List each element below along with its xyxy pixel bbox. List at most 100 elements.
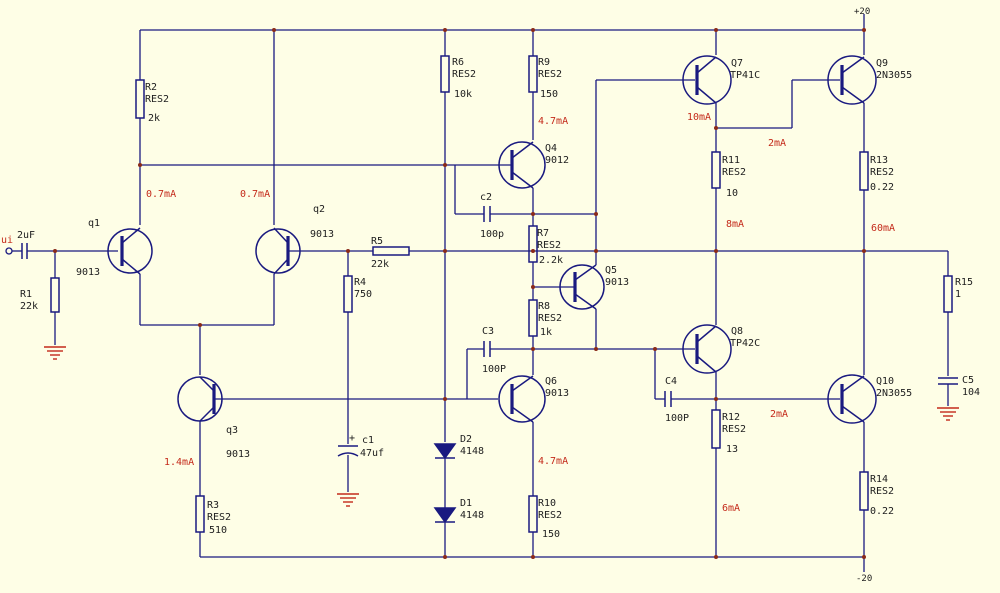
c4-ref: C4 — [665, 376, 677, 387]
negative-rail-label: -20 — [856, 574, 872, 584]
r4-ref: R4 — [354, 277, 366, 288]
q5-ref: Q5 — [605, 265, 617, 276]
resistor-r3 — [195, 421, 205, 557]
input-label: ui — [1, 235, 13, 246]
input-capacitor — [21, 243, 118, 259]
transistor-q9 — [827, 55, 877, 105]
capacitor-c2 — [483, 206, 491, 222]
q8-value: TP42C — [730, 338, 760, 349]
resistor-r6 — [440, 30, 450, 442]
r9-ref: R9 — [538, 57, 550, 68]
resistor-r11 — [711, 151, 721, 189]
transistor-q6 — [498, 375, 546, 423]
d2-ref: D2 — [460, 434, 472, 445]
resistor-r9 — [528, 30, 538, 140]
ground-symbol — [337, 493, 359, 507]
resistor-r7 — [528, 225, 538, 263]
capacitor-c1 — [337, 445, 359, 492]
r12-type: RES2 — [722, 424, 746, 435]
c5-value: 104 — [962, 387, 980, 398]
q5-value: 9013 — [605, 277, 629, 288]
r13-type: RES2 — [870, 167, 894, 178]
q2-current: 0.7mA — [240, 189, 270, 200]
r9-value: 150 — [540, 89, 558, 100]
transistor-q1 — [107, 227, 153, 275]
q3-value: 9013 — [226, 449, 250, 460]
q6-value: 9013 — [545, 388, 569, 399]
r11-value: 10 — [726, 188, 738, 199]
input-terminal — [5, 247, 22, 255]
transistor-q8 — [682, 324, 732, 374]
q8-ref: Q8 — [731, 326, 743, 337]
q2-value: 9013 — [310, 229, 334, 240]
r12-value: 13 — [726, 444, 738, 455]
c3-ref: C3 — [482, 326, 494, 337]
r7-value: 2.2k — [539, 255, 563, 266]
resistor-r13 — [859, 151, 869, 191]
c2-ref: c2 — [480, 192, 492, 203]
r4-value: 750 — [354, 289, 372, 300]
q7-current: 10mA — [687, 112, 711, 123]
q1-value: 9013 — [76, 267, 100, 278]
resistor-r15 — [943, 275, 953, 313]
positive-rail-label: +20 — [854, 7, 870, 17]
r15-ref: R15 — [955, 277, 973, 288]
r14-ref: R14 — [870, 474, 888, 485]
r14-type: RES2 — [870, 486, 894, 497]
diode-d2 — [433, 443, 457, 460]
d1-ref: D1 — [460, 498, 472, 509]
r9-current: 4.7mA — [538, 116, 568, 127]
r3-value: 510 — [209, 525, 227, 536]
q9-base-current: 2mA — [768, 138, 786, 149]
d2-value: 4148 — [460, 446, 484, 457]
r10-current: 4.7mA — [538, 456, 568, 467]
r3-ref: R3 — [207, 500, 219, 511]
q6-ref: Q6 — [545, 376, 557, 387]
r11-ref: R11 — [722, 155, 740, 166]
r6-type: RES2 — [452, 69, 476, 80]
transistor-q7 — [682, 55, 732, 105]
diode-d1 — [433, 507, 457, 524]
q1-current: 0.7mA — [146, 189, 176, 200]
r10-value: 150 — [542, 529, 560, 540]
c1-polarity: + — [349, 433, 355, 444]
r8-value: 1k — [540, 327, 552, 338]
r11-current: 8mA — [726, 219, 744, 230]
q10-ref: Q10 — [876, 376, 894, 387]
q9-value: 2N3055 — [876, 70, 912, 81]
c5-ref: C5 — [962, 375, 974, 386]
resistor-r4 — [343, 251, 353, 444]
capacitor-c3 — [483, 341, 491, 357]
r13-value: 0.22 — [870, 182, 894, 193]
r10-ref: R10 — [538, 498, 556, 509]
r1-ref: R1 — [20, 289, 32, 300]
r12-ref: R12 — [722, 412, 740, 423]
ground-symbol — [937, 407, 959, 421]
r15-value: 1 — [955, 289, 961, 300]
r1-value: 22k — [20, 301, 38, 312]
r10-type: RES2 — [538, 510, 562, 521]
q10-base-current: 2mA — [770, 409, 788, 420]
r5-ref: R5 — [371, 236, 383, 247]
r3-type: RES2 — [207, 512, 231, 523]
r7-ref: R7 — [537, 228, 549, 239]
resistor-r1 — [50, 251, 60, 345]
d1-value: 4148 — [460, 510, 484, 521]
q7-value: TP41C — [730, 70, 760, 81]
resistor-r12 — [711, 409, 721, 449]
resistor-r8 — [528, 299, 538, 337]
c3-value: 100P — [482, 364, 506, 375]
r9-type: RES2 — [538, 69, 562, 80]
r11-type: RES2 — [722, 167, 746, 178]
r6-ref: R6 — [452, 57, 464, 68]
resistor-r14 — [859, 471, 869, 511]
r12-current: 6mA — [722, 503, 740, 514]
r2-value: 2k — [148, 113, 160, 124]
resistor-r2 — [135, 30, 145, 225]
r8-ref: R8 — [538, 301, 550, 312]
r8-type: RES2 — [538, 313, 562, 324]
r2-ref: R2 — [145, 82, 157, 93]
capacitor-c5 — [938, 377, 958, 385]
resistor-r10 — [528, 422, 538, 557]
